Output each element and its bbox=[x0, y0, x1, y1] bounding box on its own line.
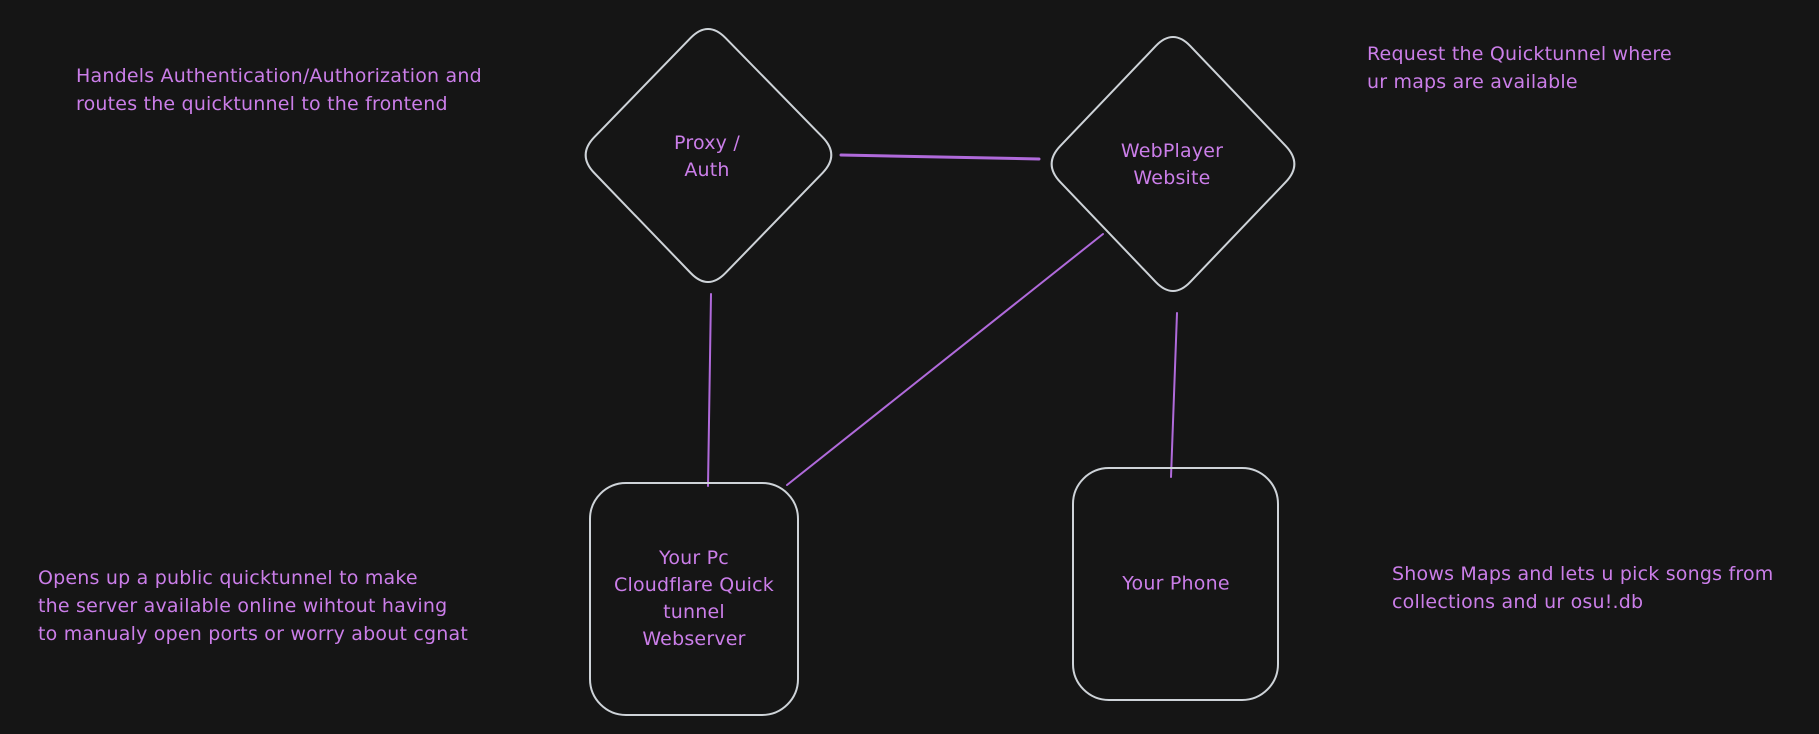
connector-webplayer-phone[interactable] bbox=[1170, 312, 1178, 478]
connector-proxy-webplayer[interactable] bbox=[839, 153, 1041, 161]
diamond-webplayer-website[interactable] bbox=[1050, 36, 1296, 292]
annotation-proxy-auth-description[interactable]: Handels Authentication/Authorization and… bbox=[76, 65, 482, 115]
rect-your-phone[interactable] bbox=[1072, 467, 1279, 701]
annotation-webplayer-description[interactable]: Request the Quicktunnel where ur maps ar… bbox=[1367, 43, 1672, 93]
connector-proxy-pcwebserver[interactable] bbox=[707, 293, 712, 487]
annotation-phone-description[interactable]: Shows Maps and lets u pick songs from co… bbox=[1392, 563, 1774, 613]
connector-webplayer-pcwebserver[interactable] bbox=[786, 233, 1104, 486]
label-your-phone: Your Phone bbox=[1122, 572, 1230, 595]
annotation-pc-webserver-description[interactable]: Opens up a public quicktunnel to make th… bbox=[38, 567, 469, 645]
rect-pc-webserver[interactable] bbox=[589, 482, 799, 716]
label-webplayer-website: WebPlayer Website bbox=[1120, 140, 1224, 189]
label-pc-webserver: Your Pc Cloudflare Quick tunnel Webserve… bbox=[614, 547, 774, 650]
diamond-proxy-auth[interactable] bbox=[584, 27, 833, 284]
label-proxy-auth: Proxy / Auth bbox=[674, 132, 740, 181]
